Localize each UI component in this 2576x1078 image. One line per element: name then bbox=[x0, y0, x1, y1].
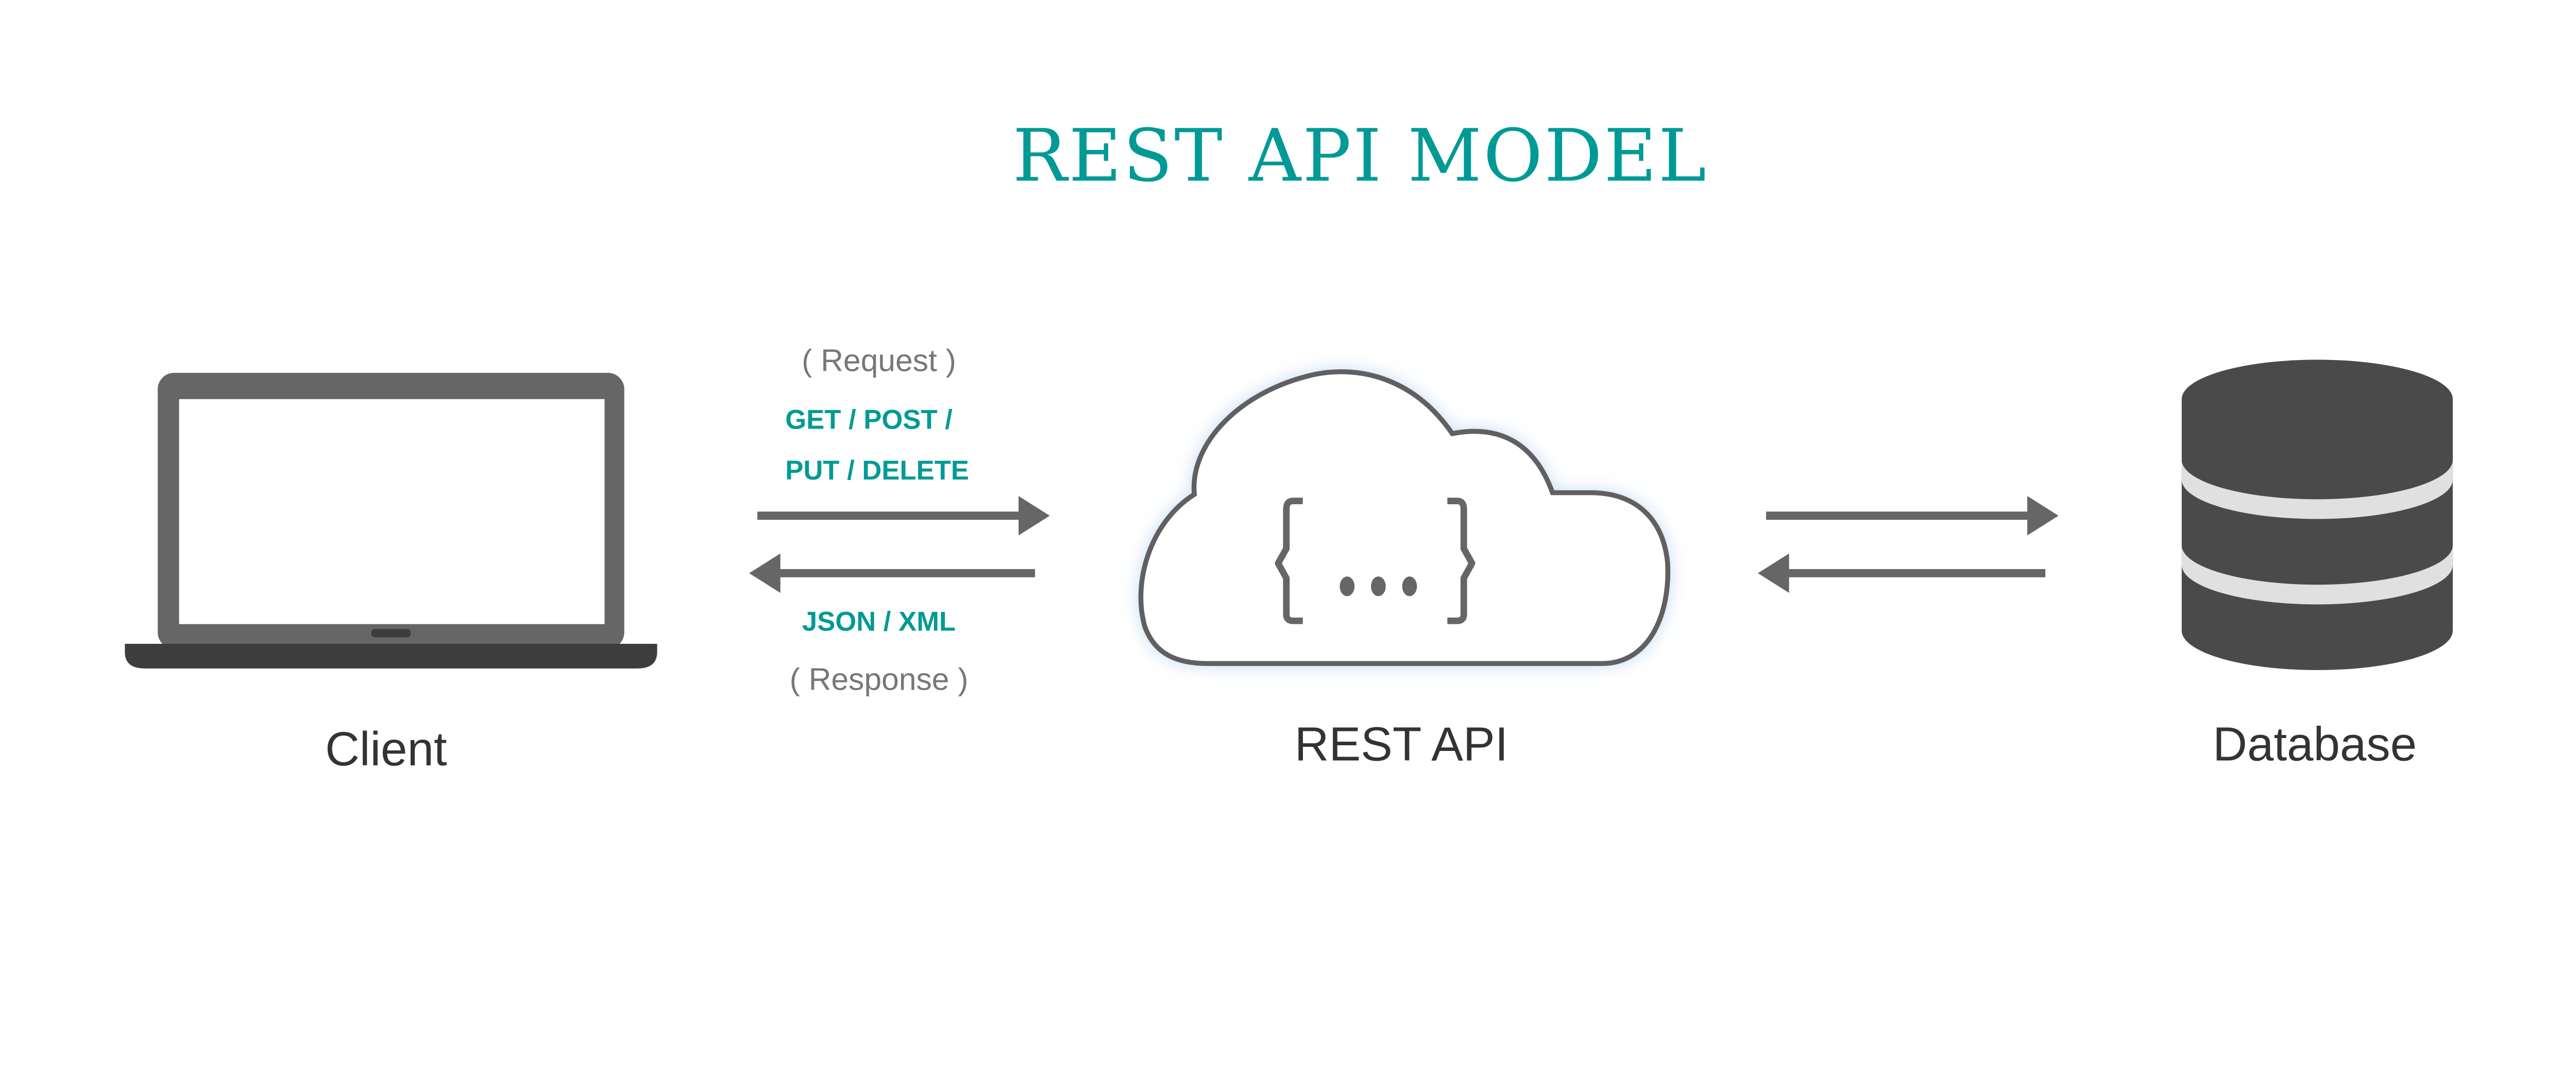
request-methods-line2: PUT / DELETE bbox=[785, 455, 969, 486]
cloud-json-icon bbox=[1138, 369, 1671, 666]
client-label: Client bbox=[325, 722, 447, 776]
rest-api-diagram: REST API MODEL Client ( Request ) GET / … bbox=[125, 114, 2453, 776]
database-icon bbox=[2181, 360, 2453, 671]
request-arrow-icon bbox=[757, 496, 1050, 536]
response-formats: JSON / XML bbox=[802, 606, 956, 637]
request-methods-line1: GET / POST / bbox=[785, 404, 953, 435]
diagram-title: REST API MODEL bbox=[1013, 114, 1708, 198]
db-to-api-arrow-icon bbox=[1757, 553, 2046, 593]
database-label: Database bbox=[2213, 717, 2417, 771]
api-to-db-arrow-icon bbox=[1766, 496, 2059, 536]
response-label: ( Response ) bbox=[790, 661, 969, 696]
response-arrow-icon bbox=[749, 553, 1035, 593]
laptop-icon bbox=[125, 372, 657, 669]
api-label: REST API bbox=[1295, 717, 1509, 771]
request-label: ( Request ) bbox=[802, 343, 956, 378]
